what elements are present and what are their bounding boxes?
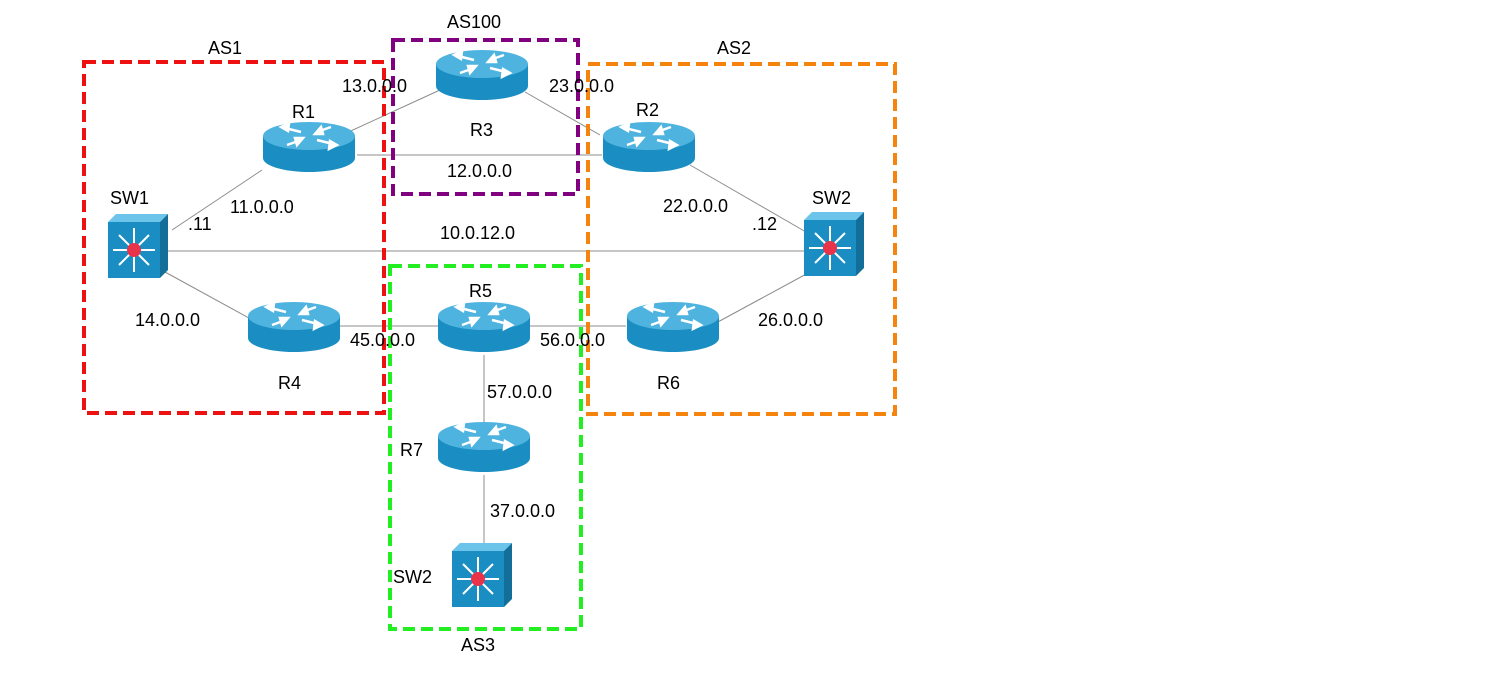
- router-icon: [261, 120, 357, 174]
- host-octet-labels: .11 .12: [188, 214, 777, 234]
- subnet-label: 56.0.0.0: [540, 330, 605, 350]
- as2-label: AS2: [717, 38, 751, 58]
- as-regions-layer: [82, 38, 897, 631]
- link-sw1-r1: [171, 169, 263, 231]
- switch-label-sw2: SW2: [812, 188, 851, 208]
- subnet-label: 13.0.0.0: [342, 76, 407, 96]
- as-labels: AS1 AS100 AS2 AS3: [208, 12, 751, 655]
- router-icon: [436, 300, 532, 354]
- switch-icon: [451, 542, 513, 608]
- links-layer: [164, 89, 811, 546]
- link-sw1-r4: [164, 271, 259, 324]
- subnet-label: 37.0.0.0: [490, 501, 555, 521]
- router-icon: [246, 300, 342, 354]
- switch-label-sw1: SW1: [110, 188, 149, 208]
- subnet-label: 11.0.0.0: [230, 197, 294, 217]
- as1-region: [82, 60, 386, 415]
- router-label-r1: R1: [292, 102, 315, 122]
- router-icon: [601, 120, 697, 174]
- subnet-label: 14.0.0.0: [135, 310, 200, 330]
- router-label-r7: R7: [400, 440, 423, 460]
- as100-label: AS100: [447, 12, 501, 32]
- switch-icon: [803, 211, 865, 277]
- router-icon: [434, 48, 530, 102]
- as2-region: [586, 62, 897, 416]
- router-icon: [436, 420, 532, 474]
- as3-label: AS3: [461, 635, 495, 655]
- subnet-label: 10.0.12.0: [440, 223, 515, 243]
- as100-region: [391, 38, 580, 196]
- subnet-label: 12.0.0.0: [447, 161, 512, 181]
- link-r6-sw2: [715, 271, 811, 324]
- sw1-host-octet: .11: [188, 214, 212, 234]
- link-r2-sw2: [689, 164, 807, 233]
- router-label-r3: R3: [470, 120, 493, 140]
- sw2-host-octet: .12: [752, 214, 777, 234]
- subnet-label: 22.0.0.0: [663, 196, 728, 216]
- router-label-r6: R6: [657, 373, 680, 393]
- as3-region: [388, 264, 583, 631]
- subnet-label: 26.0.0.0: [758, 310, 823, 330]
- subnet-label: 23.0.0.0: [549, 76, 614, 96]
- as1-label: AS1: [208, 38, 242, 58]
- router-icon: [625, 300, 721, 354]
- switch-icon: [107, 213, 169, 279]
- subnet-labels: 11.0.0.0 13.0.0.0 23.0.0.0 12.0.0.0 22.0…: [135, 76, 823, 521]
- router-label-r2: R2: [636, 100, 659, 120]
- subnet-label: 45.0.0.0: [350, 330, 415, 350]
- device-labels: R1 R2 R3 R4 R5 R6 R7 SW1 SW2 SW2: [110, 100, 851, 587]
- router-label-r5: R5: [469, 281, 492, 301]
- subnet-label: 57.0.0.0: [487, 382, 552, 402]
- router-label-r4: R4: [278, 373, 301, 393]
- switch-label-sw2-as3: SW2: [393, 567, 432, 587]
